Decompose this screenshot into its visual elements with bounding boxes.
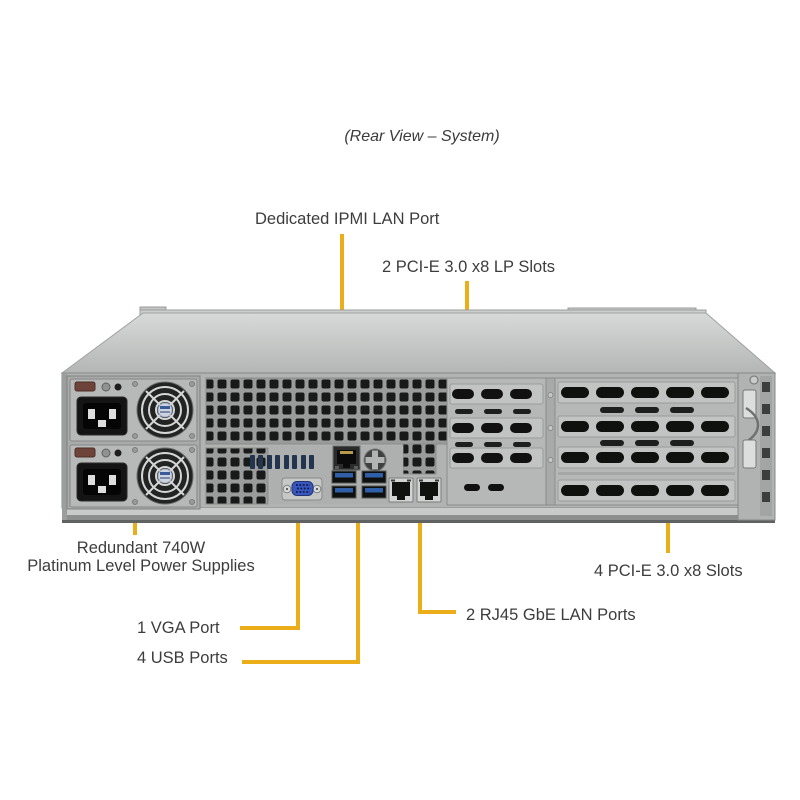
chassis-latch-column — [737, 372, 776, 521]
callout-line-usb-h — [242, 660, 360, 664]
ipmi-lan-port — [332, 445, 361, 471]
vga-port — [281, 477, 323, 501]
bay-divider — [545, 377, 556, 506]
callout-line-rj45-v — [418, 503, 422, 614]
io-vent-slots — [250, 455, 314, 469]
cross-vent-icon — [363, 448, 387, 472]
vent-grille-left — [205, 447, 269, 505]
label-lp-pcie-slots: 2 PCI-E 3.0 x8 LP Slots — [382, 258, 556, 276]
callout-line-vga-h — [240, 626, 300, 630]
full-height-pcie-slot-bay — [554, 377, 739, 506]
label-usb-ports: 4 USB Ports — [137, 649, 228, 667]
callout-line-usb-v — [356, 502, 360, 664]
bottom-rail-highlight — [62, 508, 775, 515]
bottom-edge — [62, 520, 775, 523]
callout-line-rj45-h — [418, 610, 456, 614]
power-supply-upper — [69, 378, 198, 442]
power-supply-lower — [69, 444, 198, 508]
callout-line-vga-v — [296, 502, 300, 630]
left-edge — [62, 373, 67, 520]
lan-port-2 — [416, 477, 442, 503]
label-vga-port: 1 VGA Port — [137, 619, 220, 637]
label-full-height-pcie-slots: 4 PCI-E 3.0 x8 Slots — [594, 562, 743, 580]
label-power-supplies-line1: Redundant 740W — [76, 539, 206, 557]
top-cover — [60, 312, 777, 374]
low-profile-pcie-slot-bay — [446, 377, 547, 506]
server-rear-illustration — [60, 306, 777, 523]
label-power-supplies: Redundant 740W Platinum Level Power Supp… — [15, 539, 267, 575]
lan-port-1 — [388, 477, 414, 503]
label-ipmi-lan-port: Dedicated IPMI LAN Port — [255, 210, 440, 228]
gbe-lan-ports — [388, 477, 442, 503]
bottom-rail — [62, 515, 775, 520]
label-power-supplies-line2: Platinum Level Power Supplies — [27, 556, 255, 575]
vent-grille-upper — [205, 377, 449, 445]
latch-handle — [745, 406, 760, 444]
label-lan-ports: 2 RJ45 GbE LAN Ports — [466, 606, 636, 624]
diagram-title: (Rear View – System) — [344, 128, 500, 145]
vent-grille-strip — [402, 443, 437, 475]
